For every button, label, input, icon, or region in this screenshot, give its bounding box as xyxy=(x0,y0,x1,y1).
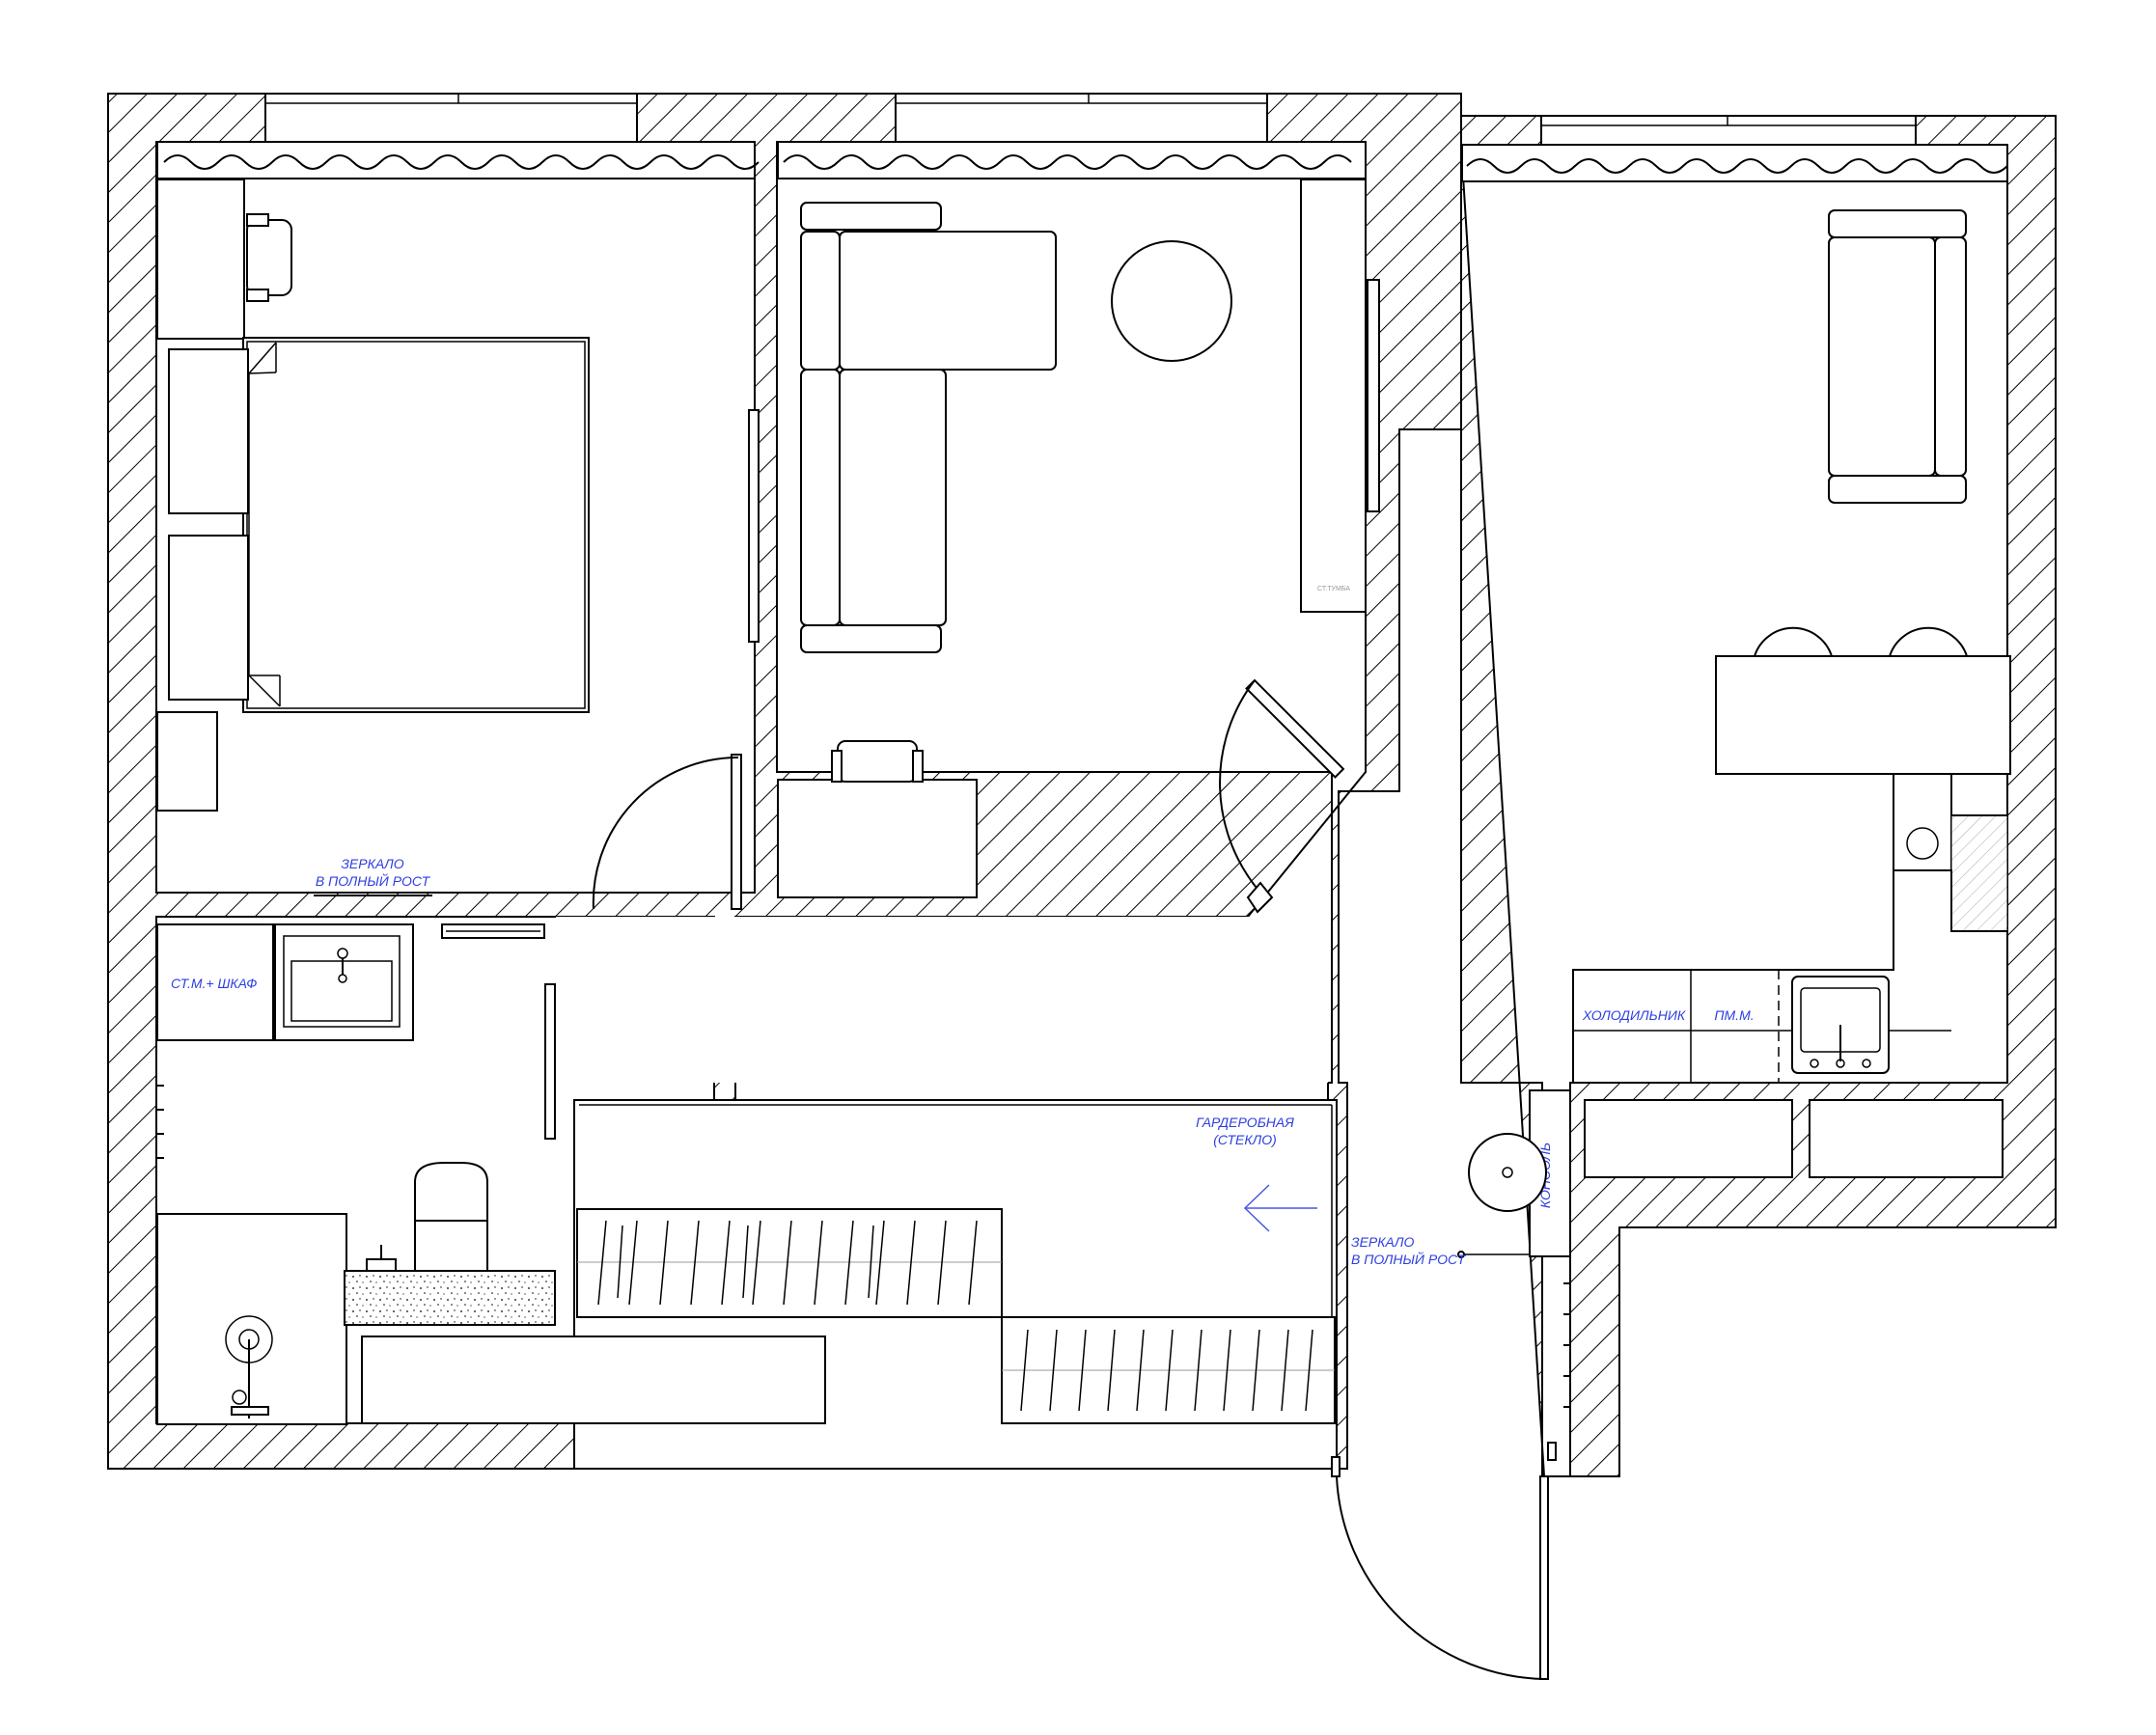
nightstand-top xyxy=(168,348,249,514)
shelf-bedroom xyxy=(156,711,218,812)
entrance-door xyxy=(1331,1456,1549,1680)
sink-kitchen xyxy=(1791,976,1890,1074)
window-living xyxy=(895,93,1268,143)
bath-counter xyxy=(344,1245,556,1326)
towel-rail xyxy=(157,1085,164,1159)
nightstand-bottom xyxy=(168,535,249,701)
tv-cabinet: СТ.ТУМБА xyxy=(1300,179,1380,613)
bar-stools xyxy=(1753,626,1969,657)
shower-area xyxy=(156,1213,347,1425)
label-wardrobe-2: (СТЕКЛО) xyxy=(1213,1132,1277,1147)
label-mirror-bedroom-2: В ПОЛНЫЙ РОСТ xyxy=(316,872,431,889)
desk-bedroom xyxy=(156,179,245,340)
label-dishwasher: ПМ.М. xyxy=(1714,1007,1754,1023)
glass-strip-left xyxy=(748,409,760,643)
label-wardrobe-1: ГАРДЕРОБНАЯ xyxy=(1196,1115,1294,1130)
label-bath-cabinet: СТ.М.+ ШКАФ xyxy=(171,976,257,991)
door-bath-glass xyxy=(544,983,556,1140)
chair-living xyxy=(831,740,924,783)
kitchen-column xyxy=(1893,773,2008,932)
toilet xyxy=(414,1162,488,1272)
wardrobe-bench xyxy=(361,1336,826,1424)
window-kitchen xyxy=(1540,115,1917,146)
corridor-floor xyxy=(556,917,1328,1105)
kitchen-lower-cabinets xyxy=(1584,1099,2004,1178)
coffee-table-round xyxy=(1111,240,1232,362)
hall-hooks xyxy=(1563,1282,1571,1408)
label-mirror-hall-2: В ПОЛНЫЙ РОСТ xyxy=(1351,1251,1467,1267)
label-fridge: ХОЛОДИЛЬНИК xyxy=(1582,1007,1686,1023)
door-hall-glass xyxy=(1547,1442,1557,1461)
label-mirror-bedroom-1: ЗЕРКАЛО xyxy=(341,856,403,871)
stool-hall xyxy=(1468,1133,1547,1212)
wardrobe-rail-upper xyxy=(576,1208,1003,1318)
sofa-corner xyxy=(800,202,1057,653)
sofa-kitchen xyxy=(1828,209,1967,504)
bar-table xyxy=(1715,655,2011,775)
sink-bath xyxy=(274,923,414,1041)
label-mirror-hall-1: ЗЕРКАЛО xyxy=(1351,1234,1414,1250)
door-bedroom xyxy=(592,754,742,910)
svg-text:СТ.ТУМБА: СТ.ТУМБА xyxy=(1317,586,1350,592)
mirror-hall-marker: ЗЕРКАЛО В ПОЛНЫЙ РОСТ xyxy=(1351,1234,1530,1267)
kitchen-counter: ХОЛОДИЛЬНИК ПМ.М. xyxy=(1572,869,2008,1084)
curtain-bedroom xyxy=(156,141,760,179)
bed xyxy=(242,337,590,713)
chair-bedroom xyxy=(246,213,292,302)
window-bedroom xyxy=(264,93,638,143)
desk-living xyxy=(777,779,978,898)
wardrobe-rail-lower xyxy=(1001,1316,1336,1424)
door-living xyxy=(1219,678,1345,914)
curtain-living xyxy=(777,141,1367,179)
hangers-lower xyxy=(1020,1329,1313,1412)
hangers-upper xyxy=(597,1220,978,1306)
vanity-cabinet: СТ.М.+ ШКАФ xyxy=(156,923,274,1041)
curtain-kitchen xyxy=(1461,144,2008,182)
